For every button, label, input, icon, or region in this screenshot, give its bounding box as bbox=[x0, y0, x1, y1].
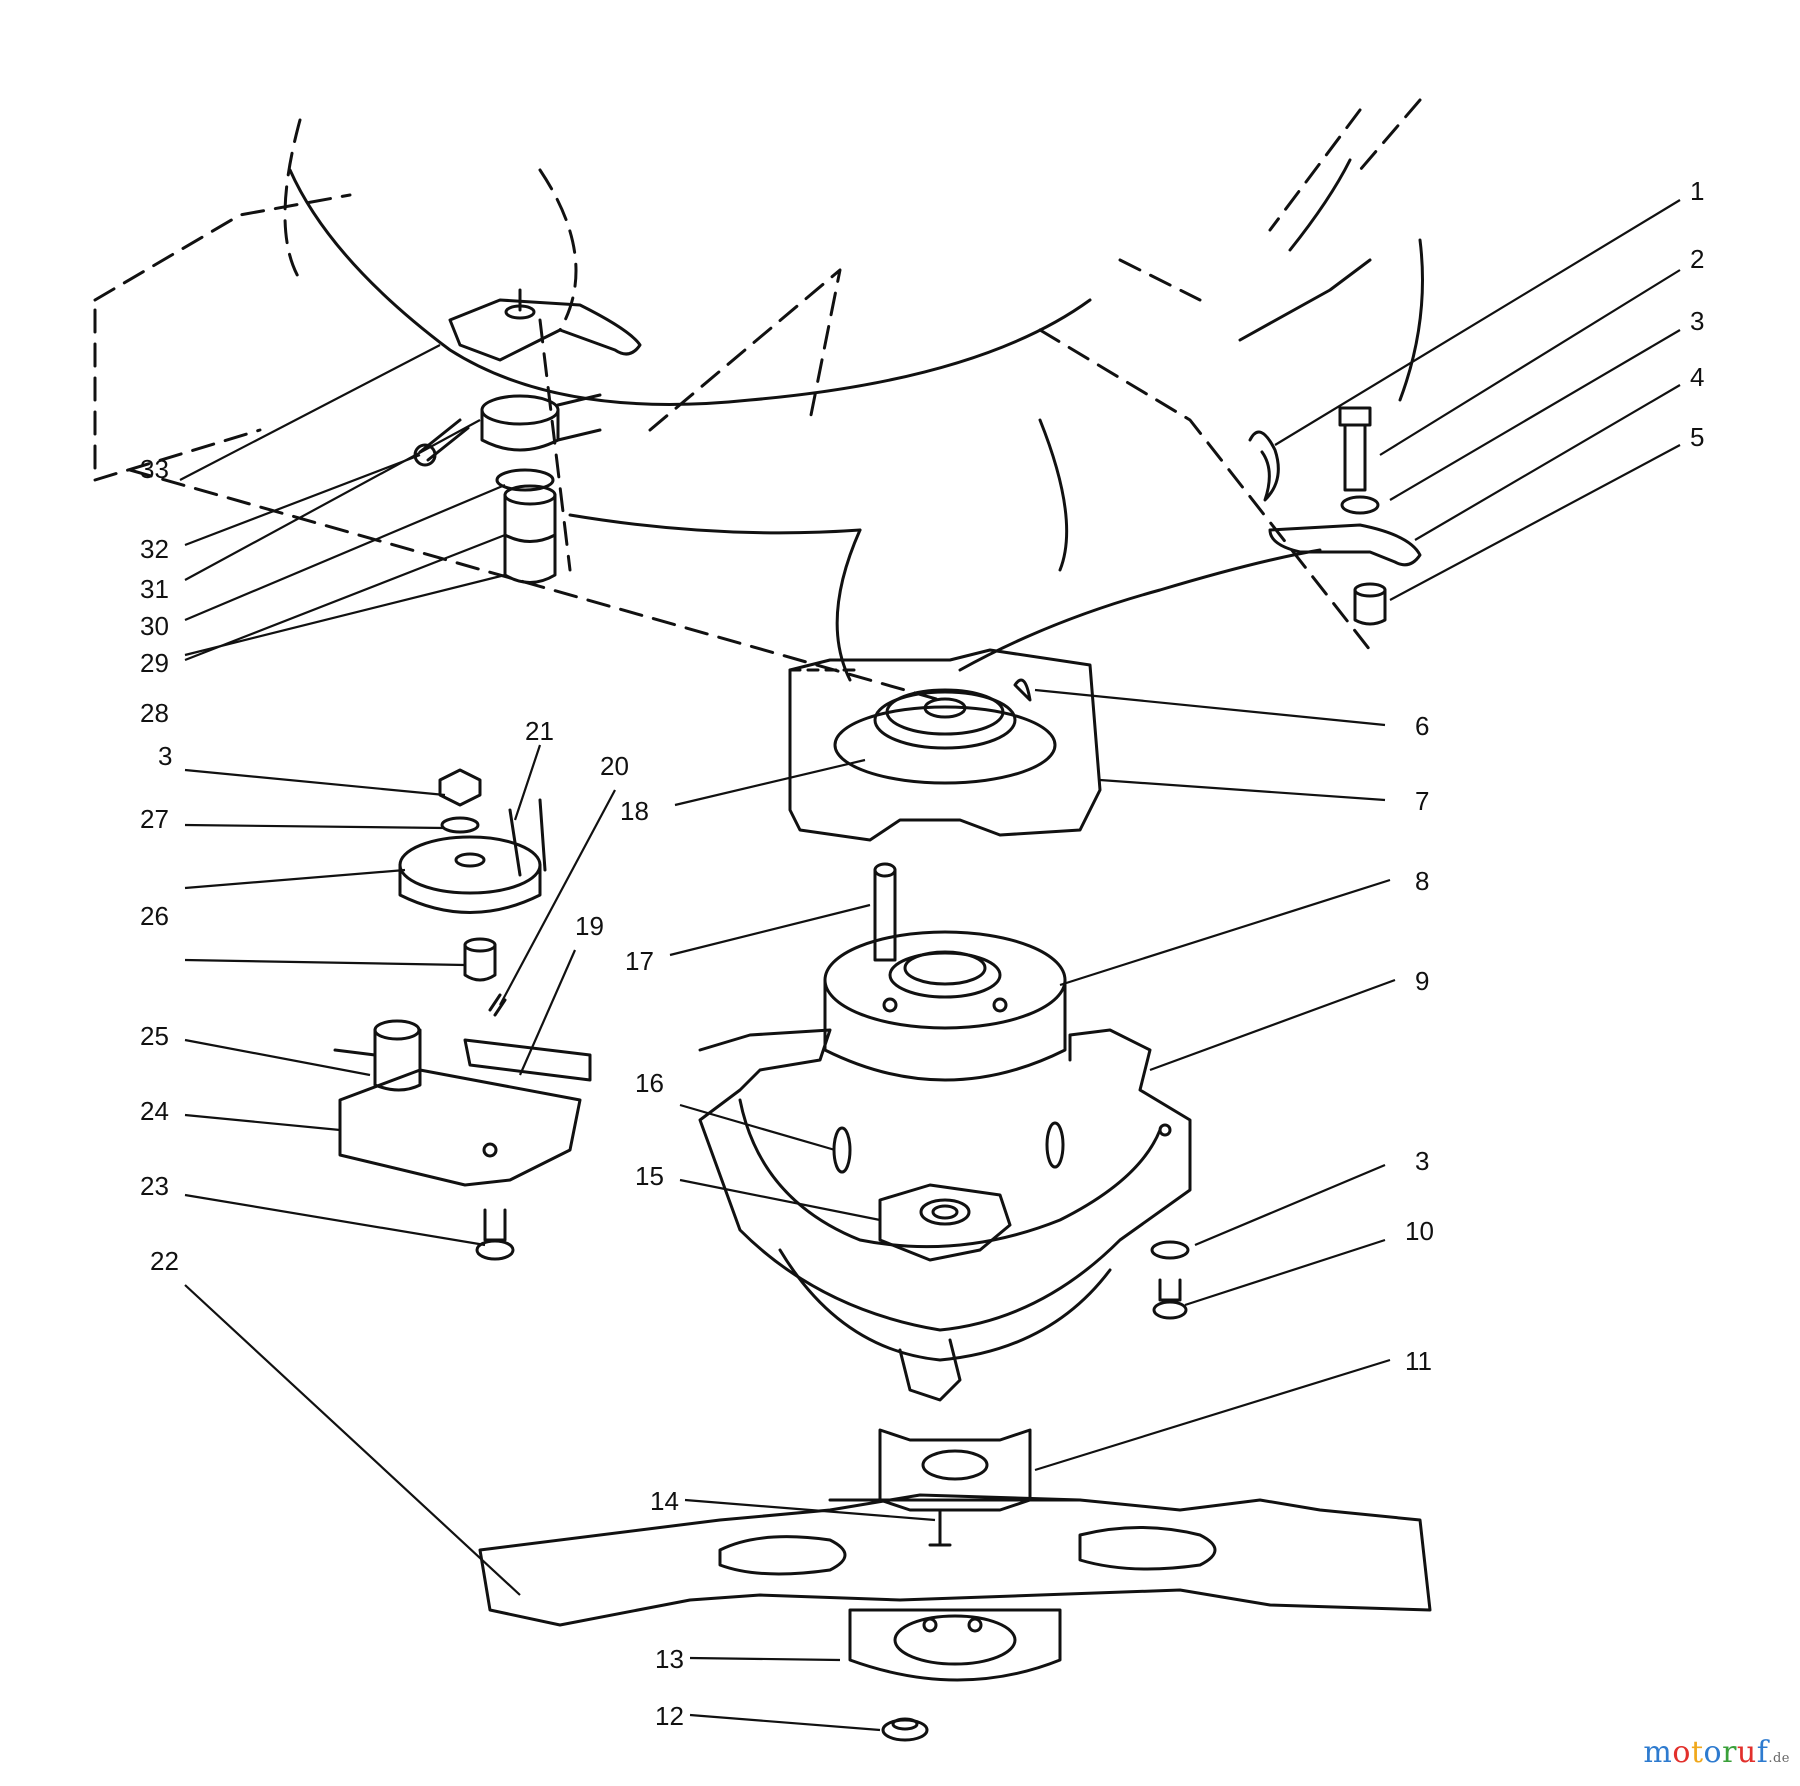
part-23-bolt bbox=[475, 1208, 515, 1261]
part-3-washer bbox=[440, 816, 480, 834]
watermark-domain: .de bbox=[1768, 1751, 1790, 1766]
callout-22: 22 bbox=[150, 1246, 179, 1276]
callout-3c: 3 bbox=[158, 741, 172, 771]
part-19-bracket bbox=[463, 1038, 592, 1082]
deck-contour bbox=[288, 158, 1424, 682]
callout-17: 17 bbox=[625, 946, 654, 976]
part-27-idler-pulley bbox=[398, 835, 542, 914]
watermark-logo: motoruf.de bbox=[1643, 1735, 1790, 1770]
part-1-hairpin-clip bbox=[1248, 430, 1280, 502]
part-5-spacer bbox=[1353, 582, 1387, 626]
callout-23: 23 bbox=[140, 1171, 169, 1201]
part-20-screw bbox=[488, 993, 507, 1017]
part-10-screw bbox=[1152, 1278, 1188, 1320]
part-33-height-lever bbox=[448, 288, 642, 362]
part-6-key bbox=[1013, 678, 1032, 702]
part-3-washer bbox=[1340, 495, 1380, 515]
callout-18: 18 bbox=[620, 796, 649, 826]
part-32-pin bbox=[413, 418, 470, 467]
part-31-torsion-spring bbox=[480, 393, 602, 452]
callout-11: 11 bbox=[1405, 1346, 1432, 1376]
callout-19: 19 bbox=[575, 911, 604, 941]
callout-7: 7 bbox=[1415, 786, 1429, 816]
callout-24: 24 bbox=[140, 1096, 169, 1126]
callout-3: 3 bbox=[1690, 306, 1704, 336]
leader-lines bbox=[179, 199, 1681, 1732]
part-21-belt bbox=[508, 798, 547, 877]
part-24-idler-bracket bbox=[338, 1068, 582, 1187]
callout-12: 12 bbox=[655, 1701, 684, 1731]
callout-30: 30 bbox=[140, 611, 169, 641]
part-3-washer bbox=[1150, 1240, 1190, 1260]
part-9-blade-housing bbox=[698, 1028, 1192, 1402]
callout-10: 10 bbox=[1405, 1216, 1434, 1246]
part-14-bolt bbox=[928, 1508, 952, 1547]
callout-4: 4 bbox=[1690, 362, 1704, 392]
callout-1: 1 bbox=[1690, 176, 1704, 206]
callout-16: 16 bbox=[635, 1068, 664, 1098]
callout-28: 28 bbox=[140, 698, 169, 728]
callout-9: 9 bbox=[1415, 966, 1429, 996]
callout-8: 8 bbox=[1415, 866, 1429, 896]
part-13-blade-hub bbox=[848, 1608, 1062, 1682]
callout-31: 31 bbox=[140, 574, 169, 604]
part-16-isolator bbox=[832, 1121, 1065, 1174]
callout-14: 14 bbox=[650, 1486, 679, 1516]
callout-15: 15 bbox=[635, 1161, 664, 1191]
part-17-shaft-pin bbox=[873, 862, 897, 962]
part-30-washer bbox=[495, 468, 555, 492]
callout-33: 33 bbox=[140, 454, 169, 484]
watermark-brand: motoruf bbox=[1643, 1735, 1769, 1770]
callout-3b: 3 bbox=[1415, 1146, 1429, 1176]
callout-21: 21 bbox=[525, 716, 554, 746]
deck-outline bbox=[93, 98, 1422, 702]
callout-2: 2 bbox=[1690, 244, 1704, 274]
part-4-lever-plate bbox=[1268, 523, 1422, 567]
part-2-bolt bbox=[1338, 406, 1372, 492]
part-7-motor-mount-plate bbox=[788, 648, 1102, 842]
part-22-blade bbox=[478, 1493, 1432, 1627]
callout-20: 20 bbox=[600, 751, 629, 781]
part-15-bearing-flange bbox=[878, 1183, 1012, 1262]
callout-32: 32 bbox=[140, 534, 169, 564]
callout-labels: 1 2 3 4 5 6 7 8 9 3 10 11 12 13 14 15 16… bbox=[140, 176, 1704, 1731]
callout-6: 6 bbox=[1415, 711, 1429, 741]
part-12-nut bbox=[881, 1717, 929, 1742]
callout-29: 29 bbox=[140, 648, 169, 678]
part-26-spacer bbox=[463, 937, 497, 982]
part-28-nut bbox=[438, 768, 482, 807]
callout-25: 25 bbox=[140, 1021, 169, 1051]
part-18-drive-pulley bbox=[833, 688, 1057, 785]
part-29-bushing bbox=[503, 484, 557, 584]
part-8-motor-housing bbox=[823, 930, 1067, 1082]
callout-5: 5 bbox=[1690, 422, 1704, 452]
callout-26: 26 bbox=[140, 901, 169, 931]
callout-13: 13 bbox=[655, 1644, 684, 1674]
part-25-spring bbox=[333, 1019, 422, 1092]
callout-27: 27 bbox=[140, 804, 169, 834]
